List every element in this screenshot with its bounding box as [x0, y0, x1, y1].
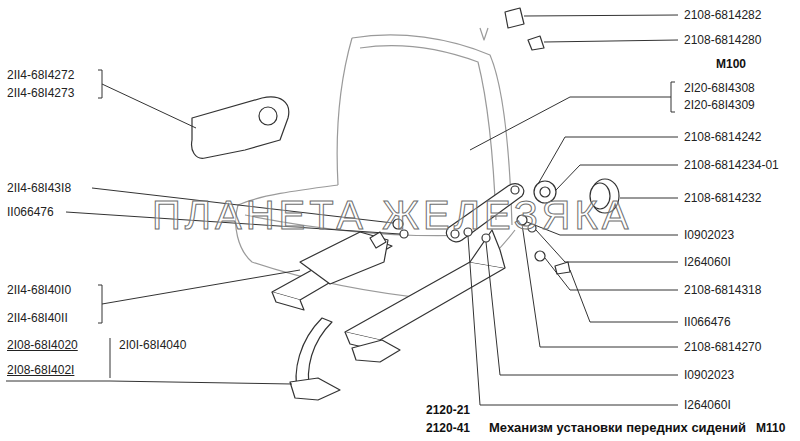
part-number: I0902023: [683, 368, 735, 382]
part-number: 2I08-68I402I: [6, 363, 75, 377]
part-number: I0902023: [683, 228, 735, 242]
part-number: 2I20-68I4309: [683, 98, 756, 112]
part-number: 2I08-68I4020: [6, 338, 79, 352]
part-number: 2I20-68I4308: [683, 81, 756, 95]
recliner-cover: [192, 97, 289, 158]
part-number: I264060I: [683, 255, 732, 269]
part-number: I264060I: [683, 398, 732, 412]
model-code: 2120-41: [425, 421, 471, 435]
part-number: II066476: [683, 315, 732, 329]
seat-outline: [236, 28, 515, 300]
part-number: 2II4-68I40I0: [6, 283, 72, 297]
leader-lines: [6, 15, 678, 405]
part-number: 2108-6814270: [683, 340, 762, 354]
part-number: 2108-6814318: [683, 283, 762, 297]
part-number: II066476: [6, 205, 55, 219]
watermark: ПЛАНЕТА ЖЕЛЕЗЯКА: [151, 193, 633, 237]
part-number: 2108-6814282: [683, 8, 762, 22]
part-number: 2II4-68I40II: [6, 311, 69, 325]
part-number: 2II4-68I4272: [6, 68, 75, 82]
part-number: 2108-6814242: [683, 130, 762, 144]
assembly-code: M110: [755, 421, 786, 435]
part-number: 2I0I-68I4040: [118, 338, 187, 352]
part-number: 2108-6814280: [683, 33, 762, 47]
caption: Механизм установки передних сидений: [488, 421, 747, 435]
model-code: 2120-21: [425, 403, 471, 417]
assembly-code: M100: [715, 57, 747, 71]
part-number: 2II4-68I43I8: [6, 181, 72, 195]
right-rail: [345, 262, 505, 340]
part-number: 2108-6814232: [683, 191, 762, 205]
part-number: 2II4-68I4273: [6, 86, 75, 100]
part-number: 2108-6814234-01: [683, 158, 780, 172]
